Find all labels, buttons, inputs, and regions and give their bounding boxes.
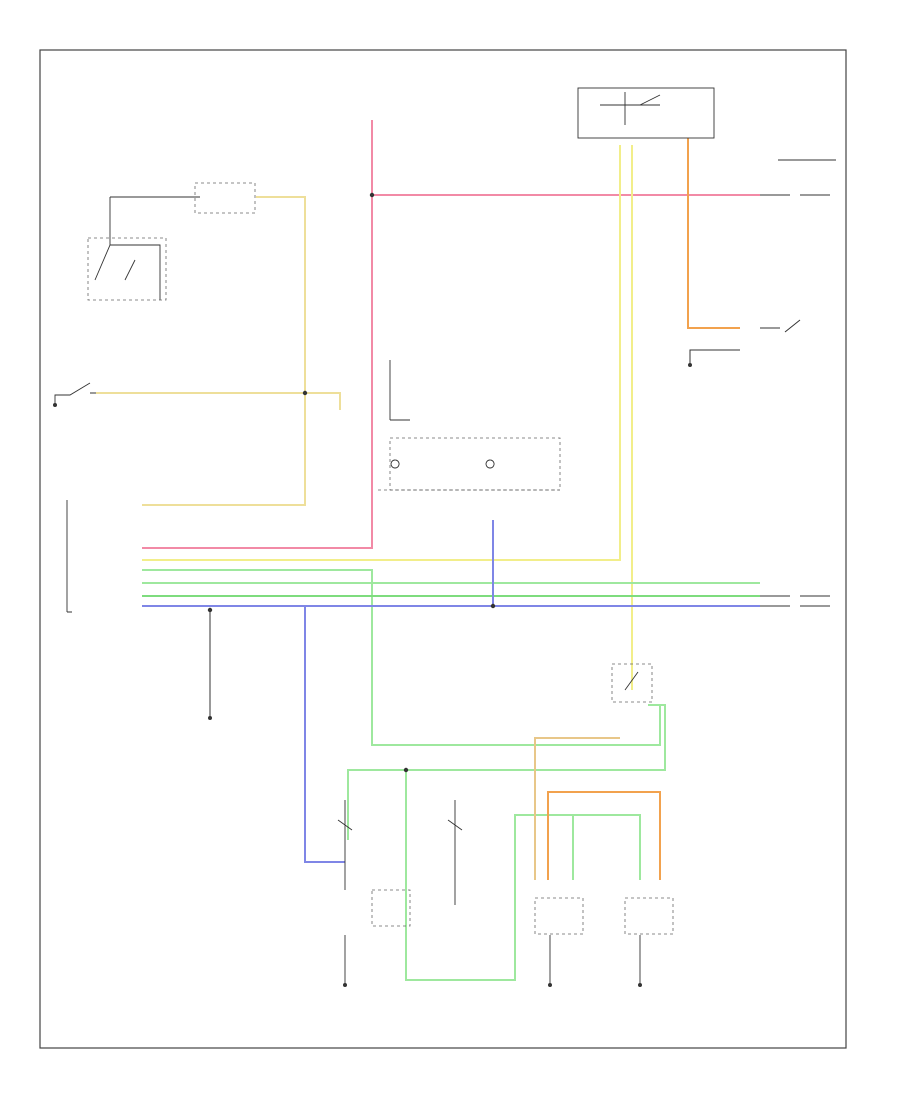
wires bbox=[96, 120, 760, 981]
terminal-orange bbox=[760, 319, 801, 333]
lamp-grounds bbox=[344, 890, 641, 985]
splice-blue bbox=[490, 603, 496, 609]
components bbox=[53, 87, 715, 987]
splice-green bbox=[403, 767, 409, 773]
wire-tan-lower-1 bbox=[534, 737, 620, 880]
right-terminals bbox=[760, 159, 836, 607]
wire-tan-ignition bbox=[142, 196, 306, 506]
flasher-module bbox=[194, 182, 256, 214]
wire-tan-hazard bbox=[96, 392, 341, 410]
stop-lamp-switch-node bbox=[53, 403, 57, 407]
right-indicator-bulb bbox=[485, 459, 495, 469]
ground-dot-3 bbox=[638, 983, 642, 987]
ground-dot-4 bbox=[208, 716, 212, 720]
splice-pink bbox=[369, 192, 375, 198]
wire-orange-turn bbox=[687, 138, 740, 329]
splice-ground bbox=[207, 607, 213, 613]
indicator-box bbox=[389, 437, 561, 491]
left-rear-lamp-switch bbox=[371, 889, 411, 927]
splice-tan bbox=[302, 390, 308, 396]
wire-blue-down bbox=[304, 606, 345, 863]
left-indicator-bulb bbox=[390, 459, 400, 469]
left-stop-lamp bbox=[534, 897, 584, 935]
wire-green-loop-a bbox=[405, 770, 574, 981]
turn-signal-switch-contacts bbox=[600, 92, 661, 125]
wire-ground-brake bbox=[689, 349, 740, 365]
wire-lightgreen-1 bbox=[142, 569, 661, 746]
hazard-switch-box bbox=[87, 237, 167, 301]
wire-yellow-1 bbox=[142, 145, 621, 561]
instrument-cluster-bracket bbox=[389, 360, 410, 421]
brake-switch-contact bbox=[624, 671, 639, 691]
lighting-connector-bracket bbox=[66, 500, 72, 613]
wire-green-loop-b bbox=[573, 814, 641, 880]
ground-dot-2 bbox=[548, 983, 552, 987]
diagram-frame bbox=[39, 49, 847, 1049]
splice-nodes bbox=[207, 192, 496, 773]
left-front-lamp bbox=[337, 800, 353, 890]
ground-dot-1 bbox=[343, 983, 347, 987]
ground-dot-5 bbox=[688, 363, 692, 367]
hazard-switch bbox=[94, 197, 161, 300]
stop-lamp-switch bbox=[54, 382, 96, 405]
right-stop-lamp bbox=[624, 897, 674, 935]
wire-orange-lower-2 bbox=[547, 791, 661, 880]
wire-pink-main bbox=[142, 120, 373, 549]
brake-switch-box bbox=[611, 663, 653, 703]
wire-green-loop-top bbox=[347, 704, 666, 840]
turn-signal-switch-box bbox=[577, 87, 715, 139]
right-front-lamp bbox=[447, 800, 463, 890]
